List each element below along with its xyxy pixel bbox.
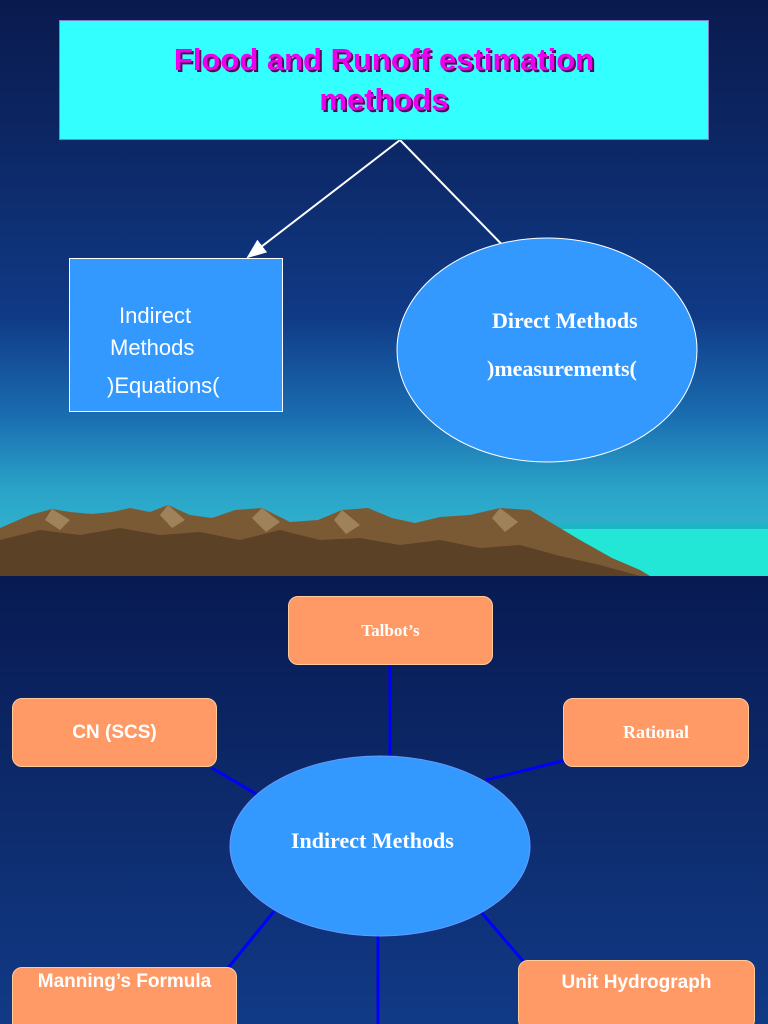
indirect-label-line3: )Equations(	[107, 373, 220, 398]
rational-label: Rational	[622, 722, 689, 742]
mountain-highlight	[334, 510, 360, 534]
unit-hydrograph-box: Unit Hydrograph	[518, 960, 755, 1024]
connector-layer	[211, 665, 567, 1024]
slide-1: Flood and Runoff estimation methods Indi…	[0, 0, 768, 576]
talbot-box: Talbot’s	[288, 596, 493, 665]
unit-hydrograph-label: Unit Hydrograph	[561, 972, 712, 993]
direct-methods-ellipse	[396, 237, 698, 463]
manning-label: Manning’s Formula	[37, 971, 212, 992]
rational-box: Rational	[563, 698, 749, 767]
talbot-label: Talbot’s	[361, 620, 420, 640]
mountain-highlight	[45, 509, 70, 530]
mountain-highlight	[492, 508, 518, 532]
connector-cn	[211, 766, 259, 797]
sea	[520, 523, 768, 576]
indirect-methods-box: Indirect Methods )Equations(	[69, 258, 283, 412]
connector-rational	[485, 758, 567, 782]
arrow-to-direct	[399, 139, 520, 263]
direct-label-line1: Direct Methods	[492, 308, 638, 333]
slide-2: Indirect Methods Talbot’s CN (SCS) Ratio…	[0, 576, 768, 1024]
arrow-to-indirect	[246, 139, 401, 259]
manning-box: Manning’s Formula	[12, 967, 237, 1024]
title-box: Flood and Runoff estimation methods	[59, 20, 709, 140]
cn-scs-box: CN (SCS)	[12, 698, 217, 767]
mountain-shadow	[0, 528, 640, 576]
connector-unit-hydrograph	[479, 911, 525, 962]
cn-scs-label: CN (SCS)	[72, 721, 157, 743]
indirect-label-line2: Methods	[110, 335, 195, 360]
indirect-label-line1: Indirect	[119, 303, 192, 328]
sea-horizon	[520, 523, 768, 529]
indirect-methods-ellipse	[229, 755, 531, 937]
mountain-highlight	[252, 508, 280, 532]
connector-manning	[226, 909, 277, 969]
direct-label-line2: )measurements(	[487, 356, 637, 381]
center-label: Indirect Methods	[291, 828, 454, 853]
slide-title: Flood and Runoff estimation methods	[173, 42, 595, 117]
mountain-highlight	[160, 505, 185, 528]
background-scenery	[0, 139, 768, 576]
